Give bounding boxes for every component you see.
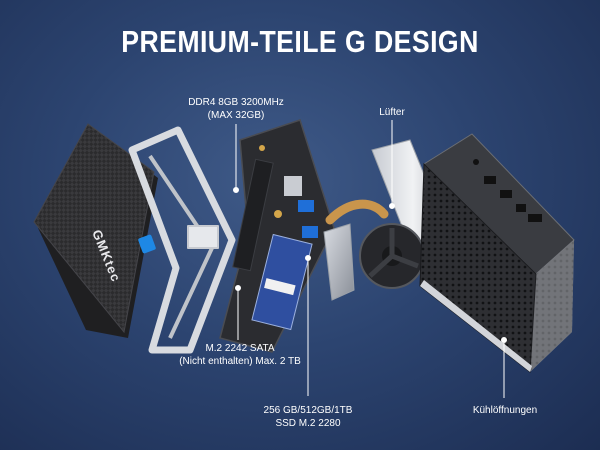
fan-label: Lüfter [379, 107, 405, 118]
m2-sata-label: M.2 2242 SATA (Nicht enthalten) Max. 2 T… [170, 342, 310, 368]
heat-pipe [323, 199, 389, 301]
vents-label: Kühlöffnungen [472, 405, 538, 416]
m2-sata-label-line2: (Nicht enthalten) Max. 2 TB [179, 356, 301, 367]
ram-label-line2: (MAX 32GB) [207, 110, 265, 121]
m2-sata-label-line1: M.2 2242 SATA [205, 343, 275, 354]
lid-badge [138, 234, 156, 254]
ssd-label-line1: 256 GB/512GB/1TB [263, 405, 353, 416]
white-frame-bracket [128, 126, 236, 354]
ram-label: DDR4 8GB 3200MHz (MAX 32GB) [186, 96, 286, 122]
leader-lines [233, 120, 507, 398]
ssd-label: 256 GB/512GB/1TB SSD M.2 2280 [258, 404, 358, 430]
carbon-lid: GMKtec [33, 123, 158, 338]
ssd-label-line2: SSD M.2 2280 [275, 418, 341, 429]
ram-label-line1: DDR4 8GB 3200MHz [188, 97, 284, 108]
metal-chassis [419, 133, 575, 373]
page-title: PREMIUM-TEILE G DESIGN [121, 24, 479, 59]
motherboard [219, 119, 335, 353]
ram-module [232, 158, 274, 272]
